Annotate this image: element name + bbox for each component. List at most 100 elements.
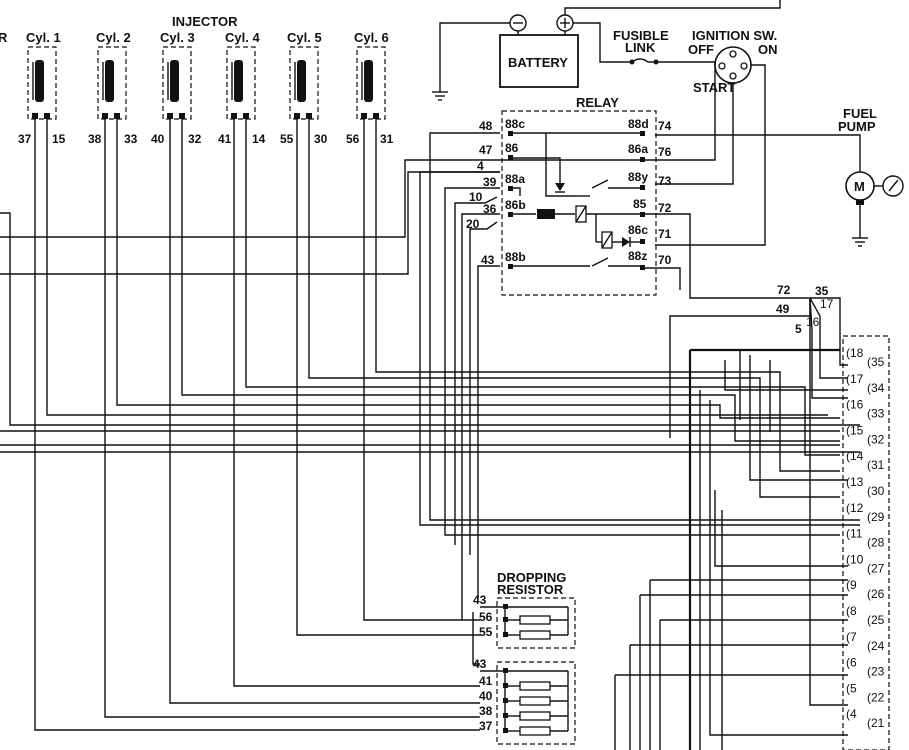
- connector-pin-29: (29: [867, 510, 885, 524]
- connector-pin-21: (21: [867, 716, 885, 730]
- battery: BATTERY: [432, 0, 781, 101]
- injector-6-coil: [364, 60, 373, 102]
- connector-pin-32: (32: [867, 432, 885, 446]
- relay-wire-20: 20: [466, 217, 480, 231]
- injector-1-coil: [35, 60, 44, 102]
- connector-pin-16: (16: [846, 398, 864, 412]
- cyl-2-pin-b: 33: [124, 132, 138, 146]
- relay-wire-76: 76: [658, 145, 672, 159]
- bus-wires: [614, 348, 848, 750]
- relay-wire-48: 48: [479, 119, 493, 133]
- fuel-pump-motor-label: M: [854, 179, 865, 194]
- injector-cyl-3: Cyl. 3 40 32: [151, 30, 202, 146]
- connector-pin-25: (25: [867, 613, 885, 627]
- connector-pins: (18(17(16(15(14(13(12(11(10(9(8(7(6(5(4(…: [846, 346, 885, 730]
- ignition-on: ON: [758, 42, 778, 57]
- dropping-resistor: DROPPING RESISTOR 43 56 55 43 41 40 38 3…: [472, 570, 576, 745]
- cyl-6-pin-b: 31: [380, 132, 394, 146]
- connector-pin-28: (28: [867, 536, 885, 550]
- dr-lower-pin-38: 38: [479, 704, 493, 718]
- dr-upper-pin-43: 43: [473, 593, 487, 607]
- ignition-switch[interactable]: IGNITION SW. OFF ON START: [500, 28, 778, 246]
- relay-term-88z: 88z: [628, 249, 647, 263]
- injector-title: INJECTOR: [172, 14, 238, 29]
- relay-wire-74: 74: [658, 119, 672, 133]
- relay-wire-4: 4: [477, 159, 484, 173]
- cyl-5-pin-a: 55: [280, 132, 294, 146]
- relay-title: RELAY: [576, 95, 619, 110]
- connector-pin-24: (24: [867, 639, 885, 653]
- ground-symbol: [432, 91, 448, 101]
- cyl-1-label: Cyl. 1: [26, 30, 61, 45]
- connector-pin-4: (4: [846, 707, 857, 721]
- injector-2-housing: [97, 46, 127, 120]
- relay-wire-10: 10: [469, 190, 483, 204]
- cyl-3-pin-a: 40: [151, 132, 165, 146]
- cyl-2-pin-a: 38: [88, 132, 102, 146]
- relay-wire-73: 73: [658, 174, 672, 188]
- fuel-pump-line2: PUMP: [838, 119, 876, 134]
- junction-wire-16: 16: [806, 315, 820, 329]
- relay: RELAY 48 88c 47 86 4 39 88a 10 36 86b 20…: [419, 95, 860, 620]
- connector-pin-30: (30: [867, 484, 885, 498]
- connector-pin-26: (26: [867, 587, 885, 601]
- relay-wire-71: 71: [658, 227, 672, 241]
- cyl-4-label: Cyl. 4: [225, 30, 260, 45]
- dropping-resistor-title-2: RESISTOR: [497, 582, 564, 597]
- dropping-resistor-upper-box: [496, 597, 576, 649]
- injector-6-housing: [356, 46, 386, 120]
- fusible-link-line2: LINK: [625, 40, 656, 55]
- relay-wire-72: 72: [658, 201, 672, 215]
- edge-fragment: R: [0, 30, 8, 45]
- fuel-pump: FUEL PUMP M: [655, 106, 904, 247]
- connector-pin-5: (5: [846, 681, 857, 695]
- connector-pin-12: (12: [846, 501, 864, 515]
- injector-4-housing: [226, 46, 256, 120]
- relay-wire-36: 36: [483, 202, 497, 216]
- relay-wire-47: 47: [479, 143, 493, 157]
- cyl-2-label: Cyl. 2: [96, 30, 131, 45]
- injector-4-coil: [234, 60, 243, 102]
- junction-wire-72: 72: [777, 283, 791, 297]
- connector-pin-35: (35: [867, 355, 885, 369]
- ignition-title: IGNITION SW.: [692, 28, 777, 43]
- connector-pin-23: (23: [867, 665, 885, 679]
- ignition-switch-body[interactable]: [714, 46, 752, 84]
- ignition-off: OFF: [688, 42, 714, 57]
- connector-pin-15: (15: [846, 423, 864, 437]
- dr-lower-pin-40: 40: [479, 689, 493, 703]
- junction-wire-17: 17: [820, 297, 834, 311]
- relay-term-86a: 86a: [628, 142, 648, 156]
- relay-term-88a: 88a: [505, 172, 525, 186]
- fuel-gauge-icon: [882, 175, 904, 197]
- control-unit-connector: (18(17(16(15(14(13(12(11(10(9(8(7(6(5(4(…: [842, 335, 890, 750]
- injector-3-housing: [162, 46, 192, 120]
- fusible-link-line1: FUSIBLE: [613, 28, 669, 43]
- relay-term-86b: 86b: [505, 198, 526, 212]
- connector-housing: [842, 335, 890, 750]
- relay-term-88b: 88b: [505, 250, 526, 264]
- cyl-3-label: Cyl. 3: [160, 30, 195, 45]
- connector-pin-33: (33: [867, 407, 885, 421]
- connector-pin-27: (27: [867, 561, 885, 575]
- junction-wire-35: 35: [815, 284, 829, 298]
- cyl-5-pin-b: 30: [314, 132, 328, 146]
- connector-pin-22: (22: [867, 690, 885, 704]
- ignition-start: START: [693, 80, 735, 95]
- wire-junction: 72 35 49 17 5 16: [669, 283, 848, 706]
- relay-wire-39: 39: [483, 175, 497, 189]
- cyl-6-pin-a: 56: [346, 132, 360, 146]
- connector-pin-14: (14: [846, 449, 864, 463]
- relay-wire-43: 43: [481, 253, 495, 267]
- injector-1-housing: [27, 46, 57, 120]
- connector-pin-18: (18: [846, 346, 864, 360]
- relay-term-88d: 88d: [628, 117, 649, 131]
- connector-pin-10: (10: [846, 552, 864, 566]
- relay-term-88y: 88y: [628, 170, 648, 184]
- connector-pin-7: (7: [846, 630, 857, 644]
- connector-pin-8: (8: [846, 604, 857, 618]
- dr-lower-pin-41: 41: [479, 674, 493, 688]
- injector-cyl-6: Cyl. 6 56 31: [346, 30, 394, 146]
- cyl-5-label: Cyl. 5: [287, 30, 322, 45]
